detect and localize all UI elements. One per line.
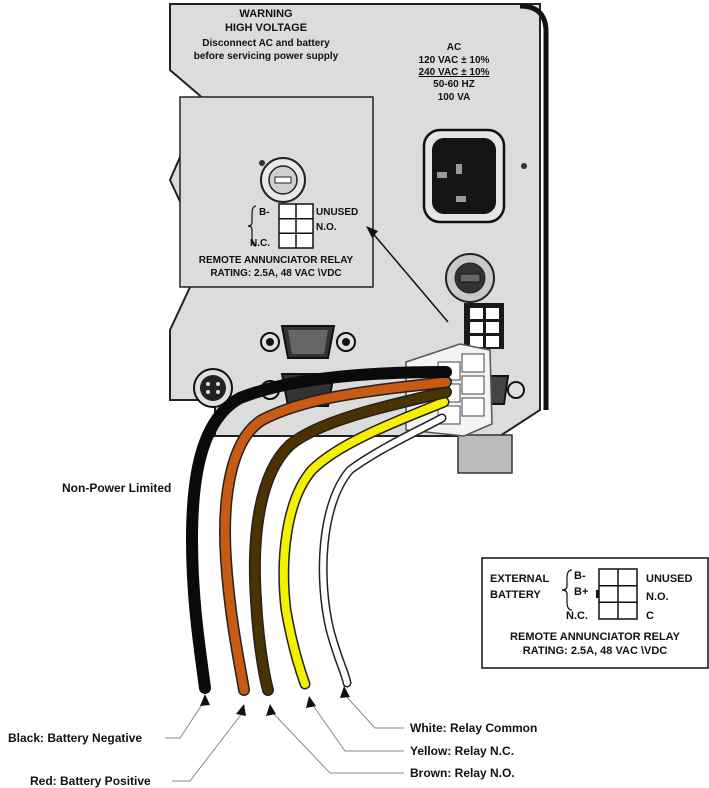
- leader-white: [344, 694, 404, 729]
- warning-title: WARNING: [239, 8, 293, 20]
- black-wire: [185, 366, 452, 694]
- label-brown-wire: Brown: Relay N.O.: [410, 766, 515, 780]
- external-label: EXTERNAL: [490, 573, 550, 585]
- unit-relay-rating: RATING: 2.5A, 48 VAC \VDC: [210, 268, 342, 279]
- mini-din-port: [193, 368, 233, 408]
- leader-red: [172, 711, 244, 782]
- external-pin-unused: UNUSED: [646, 573, 693, 585]
- ac-rating-240: 240 VAC ± 10%: [418, 67, 490, 78]
- chassis-foot: [457, 434, 513, 474]
- white-wire: [318, 413, 447, 688]
- warning-subtitle: HIGH VOLTAGE: [224, 22, 308, 34]
- yellow-wire: [278, 396, 450, 690]
- mounting-hole: [521, 163, 527, 169]
- ac-label: AC: [446, 42, 462, 53]
- fuse-slot: [274, 176, 292, 184]
- warning-line-3: Disconnect AC and battery: [202, 38, 330, 49]
- battery-label: BATTERY: [490, 589, 541, 601]
- unit-pin-no: N.O.: [316, 222, 337, 233]
- leader-black: [165, 699, 206, 739]
- external-pin-no: N.O.: [646, 591, 669, 603]
- leader-yellow: [311, 703, 404, 752]
- external-pin-b-minus: B-: [574, 570, 586, 582]
- label-white-wire: White: Relay Common: [410, 721, 538, 735]
- brace-icon: [247, 205, 257, 247]
- non-power-limited-label: Non-Power Limited: [62, 481, 172, 495]
- db9-port-upper: [260, 325, 356, 359]
- chassis-edge: [519, 3, 549, 410]
- ac-frequency: 50-60 HZ: [433, 79, 475, 90]
- arrow-yellow: [306, 696, 316, 708]
- screw-icon: [259, 160, 265, 166]
- external-pin-b-plus: B+: [574, 586, 589, 598]
- external-pin-c: C: [646, 610, 654, 622]
- ac-power: 100 VA: [437, 92, 471, 103]
- label-yellow-wire: Yellow: Relay N.C.: [410, 744, 515, 758]
- leader-brown: [271, 711, 404, 774]
- unit-pin-b-minus: B-: [259, 207, 270, 218]
- external-brace-icon: [561, 569, 573, 611]
- arrow-brown: [266, 704, 276, 716]
- warning-line-4: before servicing power supply: [193, 51, 339, 62]
- unit-pin-unused: UNUSED: [316, 207, 359, 218]
- external-pin-nc: N.C.: [566, 610, 588, 622]
- unit-pin-nc: N.C.: [250, 238, 270, 249]
- arrow-black: [200, 694, 210, 706]
- label-red-wire: Red: Battery Positive: [30, 774, 151, 788]
- arrow-white: [340, 686, 350, 698]
- ac-rating-120: 120 VAC ± 10%: [418, 55, 490, 66]
- ac-inlet-socket: [432, 138, 496, 214]
- unit-relay-title: REMOTE ANNUNCIATOR RELAY: [198, 255, 354, 266]
- label-black-wire: Black: Battery Negative: [8, 731, 143, 745]
- external-relay-rating: RATING: 2.5A, 48 VAC \VDC: [522, 645, 668, 657]
- external-relay-title: REMOTE ANNUNCIATOR RELAY: [510, 631, 680, 643]
- external-relay-panel: [481, 557, 709, 669]
- callout-arrow: [369, 229, 449, 323]
- arrow-red: [236, 704, 246, 716]
